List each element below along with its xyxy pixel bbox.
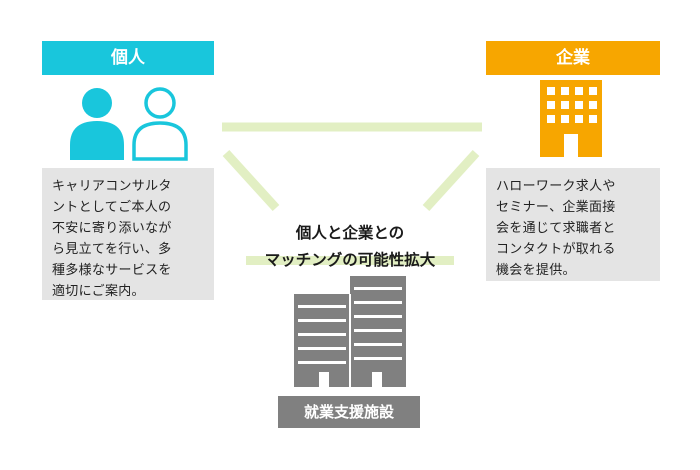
connector-left-diagonal — [222, 149, 280, 212]
caption-highlight — [246, 256, 454, 265]
company-description: ハローワーク求人や セミナー、企業面接 会を通じて求職者と コンタクトが取れる … — [486, 168, 660, 281]
facility-label: 就業支援施設 — [278, 396, 420, 428]
individual-description: キャリアコンサルタ ントとしてご本人の 不安に寄り添いなが ら見立てを行い、多 … — [42, 168, 214, 300]
company-label: 企業 — [486, 41, 660, 75]
individual-label: 個人 — [42, 41, 214, 75]
connector-right-diagonal — [422, 149, 480, 212]
matching-caption: 個人と企業との マッチングの可能性拡大 — [264, 224, 436, 269]
